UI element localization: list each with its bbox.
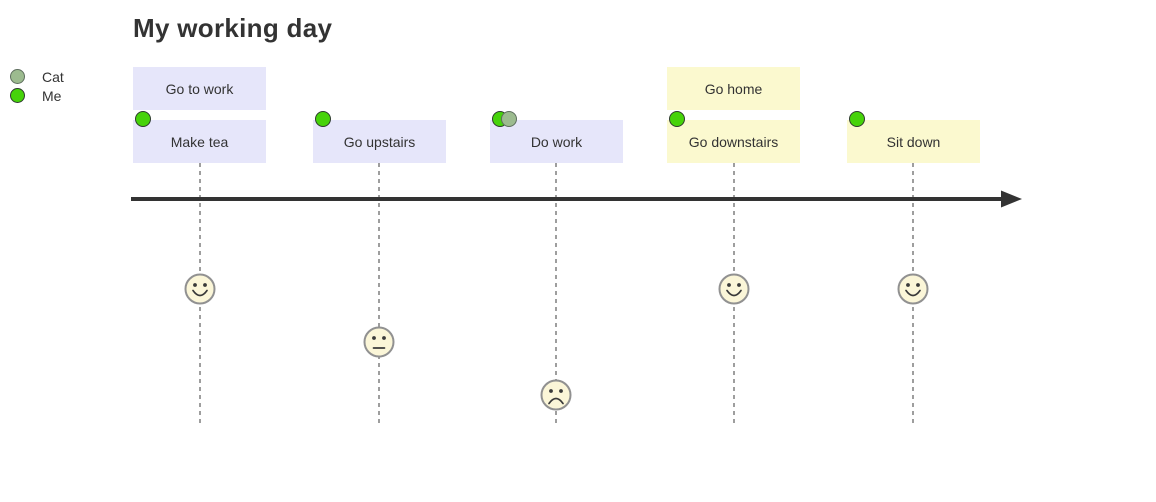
page-title: My working day <box>133 13 333 43</box>
task-label: Go downstairs <box>688 133 779 150</box>
me-actor-dot-icon <box>669 111 685 127</box>
legend-item-me: Me <box>10 86 64 105</box>
cat-actor-swatch-icon <box>10 69 25 84</box>
task-label: Sit down <box>886 133 941 150</box>
mood-face-go-downstairs-happy-icon <box>718 273 750 305</box>
me-actor-swatch-icon <box>10 88 25 103</box>
mood-face-do-work-sad-icon <box>540 379 572 411</box>
legend: Cat Me <box>10 67 64 105</box>
legend-label-cat: Cat <box>42 68 64 85</box>
timeline-arrowhead-icon <box>1001 190 1022 208</box>
me-actor-dot-icon <box>849 111 865 127</box>
timeline-arrow <box>131 190 1022 208</box>
task-box-do-work: Do work <box>490 111 623 163</box>
mood-face-sit-down-happy-icon <box>897 273 929 305</box>
task-label: Make tea <box>170 133 229 150</box>
task-label: Do work <box>530 133 583 150</box>
task-box-sit-down: Sit down <box>847 111 980 163</box>
task-label: Go upstairs <box>343 133 416 150</box>
task-box-go-downstairs: Go downstairs <box>667 111 800 163</box>
cat-actor-dot-icon <box>501 111 517 127</box>
mood-face-make-tea-happy-icon <box>184 273 216 305</box>
mood-face-go-upstairs-neutral-icon <box>363 326 395 358</box>
legend-item-cat: Cat <box>10 67 64 86</box>
me-actor-dot-icon <box>315 111 331 127</box>
section-box-go-home: Go home <box>667 67 800 110</box>
legend-label-me: Me <box>42 87 62 104</box>
task-box-go-upstairs: Go upstairs <box>313 111 446 163</box>
section-box-go-to-work: Go to work <box>133 67 266 110</box>
task-box-make-tea: Make tea <box>133 111 266 163</box>
me-actor-dot-icon <box>135 111 151 127</box>
